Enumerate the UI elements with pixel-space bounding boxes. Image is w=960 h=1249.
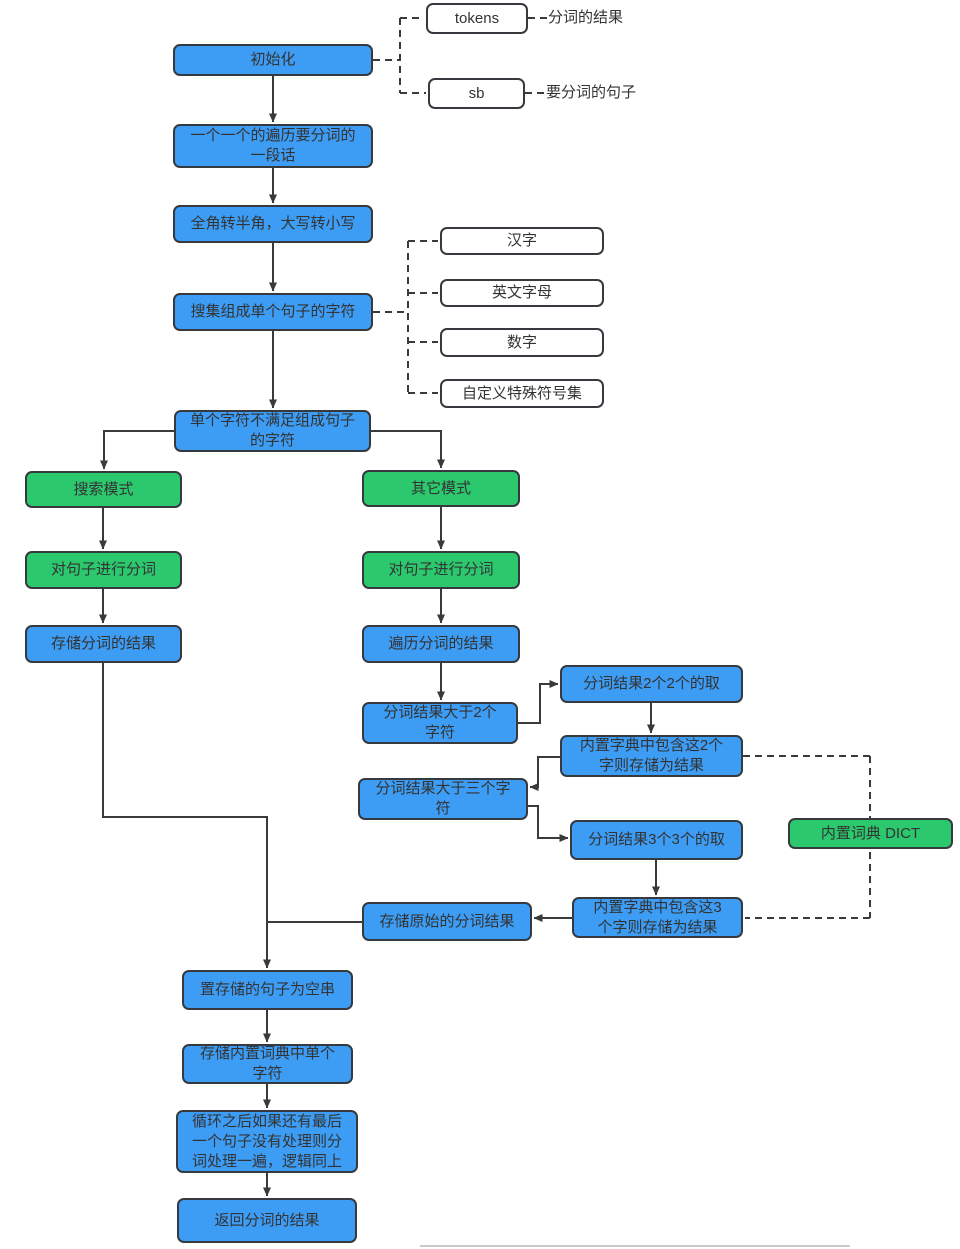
flow-node-gt3: 分词结果大于三个字 符 bbox=[358, 778, 528, 820]
flow-node-init: 初始化 bbox=[173, 44, 373, 76]
flow-node-store-left: 存储分词的结果 bbox=[25, 625, 182, 663]
annotation-tokens-note: 分词的结果 bbox=[548, 9, 624, 26]
flow-node-english: 英文字母 bbox=[440, 279, 604, 307]
flow-node-dict3: 内置字典中包含这3 个字则存储为结果 bbox=[572, 897, 743, 938]
edge-single-to-other-mode bbox=[371, 430, 441, 468]
flow-node-traverse: 一个一个的遍历要分词的 一段话 bbox=[173, 124, 373, 168]
flow-node-collect: 搜集组成单个句子的字符 bbox=[173, 293, 373, 331]
edge-gt2-to-take2 bbox=[518, 684, 558, 724]
flow-node-iterate-right: 遍历分词的结果 bbox=[362, 625, 520, 663]
flow-node-store-original: 存储原始的分词结果 bbox=[362, 902, 532, 941]
flow-node-dict2: 内置字典中包含这2个 字则存储为结果 bbox=[560, 735, 743, 777]
flow-node-segment-left: 对句子进行分词 bbox=[25, 551, 182, 589]
flow-node-take2: 分词结果2个2个的取 bbox=[560, 665, 743, 703]
flow-node-dict: 内置词典 DICT bbox=[788, 818, 953, 849]
flow-node-other-mode: 其它模式 bbox=[362, 470, 520, 507]
flow-node-special: 自定义特殊符号集 bbox=[440, 379, 604, 408]
flow-node-segment-right: 对句子进行分词 bbox=[362, 551, 520, 589]
edge-single-to-search-mode bbox=[104, 430, 174, 469]
annotation-sb-note: 要分词的句子 bbox=[546, 84, 637, 101]
flow-node-loop-final: 循环之后如果还有最后 一个句子没有处理则分 词处理一遍，逻辑同上 bbox=[176, 1110, 358, 1173]
flow-node-return: 返回分词的结果 bbox=[177, 1198, 357, 1243]
edge-gt3-to-take3 bbox=[528, 805, 568, 838]
flow-node-digit: 数字 bbox=[440, 328, 604, 357]
flow-node-sb-var: sb bbox=[428, 78, 525, 109]
flow-node-search-mode: 搜索模式 bbox=[25, 471, 182, 508]
flow-node-single-char: 单个字符不满足组成句子 的字符 bbox=[174, 410, 371, 452]
flow-node-tokens-var: tokens bbox=[426, 3, 528, 34]
flow-node-store-single: 存储内置词典中单个 字符 bbox=[182, 1044, 353, 1084]
flow-node-empty-sentence: 置存储的句子为空串 bbox=[182, 970, 353, 1010]
flow-node-take3: 分词结果3个3个的取 bbox=[570, 820, 743, 860]
flow-node-gt2: 分词结果大于2个 字符 bbox=[362, 702, 518, 744]
flow-node-convert: 全角转半角，大写转小写 bbox=[173, 205, 373, 243]
edge-store-left-to-empty bbox=[102, 663, 267, 968]
edge-dict2-to-gt3 bbox=[530, 756, 560, 787]
flow-node-hanzi: 汉字 bbox=[440, 227, 604, 255]
